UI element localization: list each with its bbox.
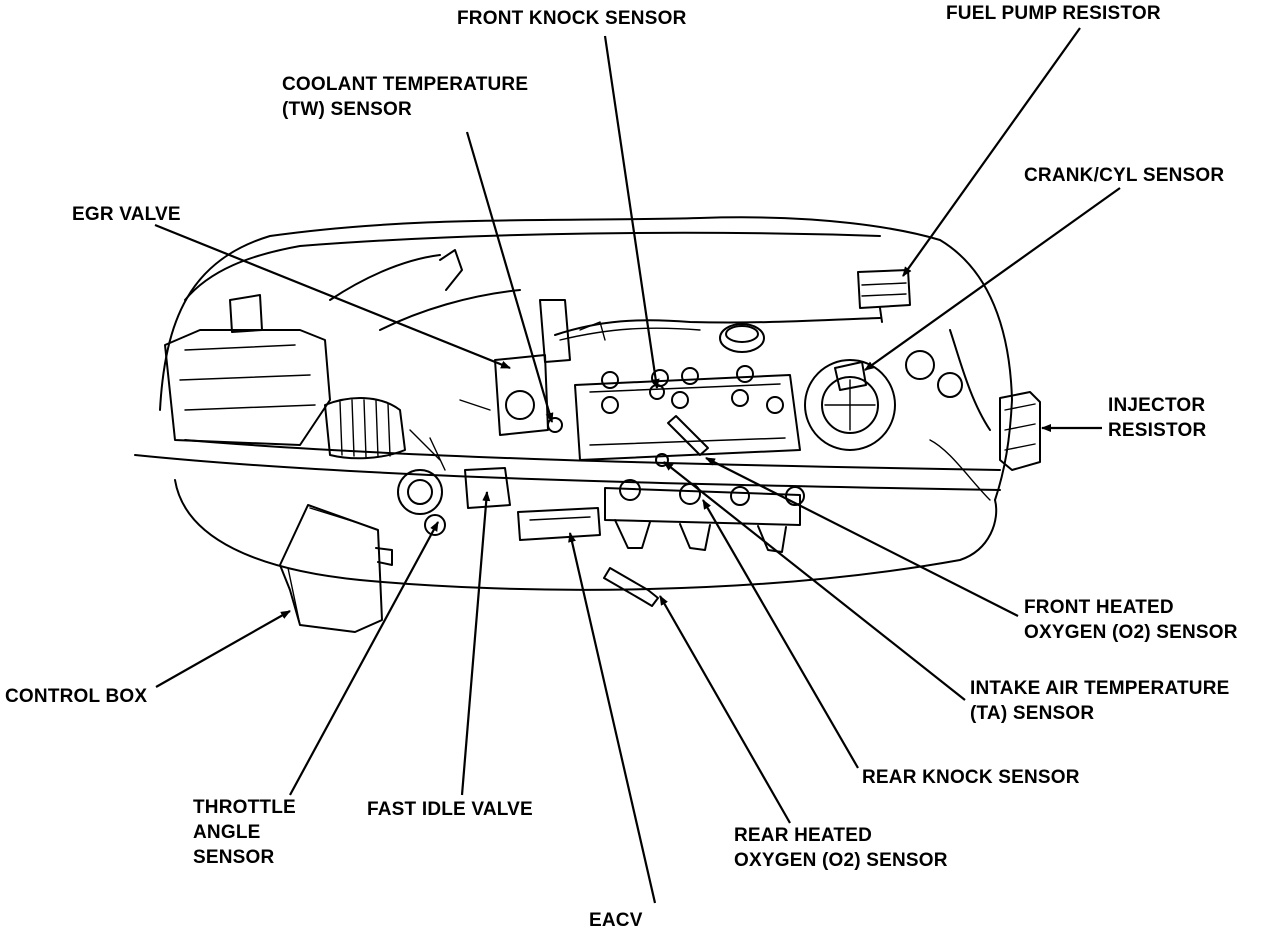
leader-throttle-angle-sensor	[289, 521, 439, 796]
leader-coolant-temp-sensor	[465, 131, 554, 423]
label-control-box: CONTROL BOX	[5, 686, 148, 707]
engine-illustration	[134, 216, 1041, 633]
label-front-knock-sensor: FRONT KNOCK SENSOR	[457, 8, 687, 29]
leader-control-box	[155, 610, 291, 688]
leader-lines	[154, 27, 1121, 904]
label-coolant-temperature-sensor: COOLANT TEMPERATURE (TW) SENSOR	[282, 74, 529, 120]
leader-front-knock-sensor	[603, 35, 660, 389]
label-throttle-angle-sensor: THROTTLE ANGLE SENSOR	[193, 797, 296, 868]
leader-fuel-pump-resistor	[902, 27, 1081, 277]
leader-rear-knock-sensor	[702, 499, 859, 769]
leader-rear-heated-o2	[659, 595, 791, 824]
leader-fast-idle-valve	[460, 491, 491, 796]
label-egr-valve: EGR VALVE	[72, 204, 181, 225]
label-fuel-pump-resistor: FUEL PUMP RESISTOR	[946, 3, 1161, 24]
label-intake-air-temperature-sensor: INTAKE AIR TEMPERATURE (TA) SENSOR	[970, 678, 1230, 724]
label-front-heated-oxygen-sensor: FRONT HEATED OXYGEN (O2) SENSOR	[1024, 597, 1238, 643]
label-injector-resistor: INJECTOR RESISTOR	[1108, 395, 1207, 441]
leader-front-heated-o2	[705, 457, 1019, 617]
label-crank-cyl-sensor: CRANK/CYL SENSOR	[1024, 165, 1225, 186]
leader-crank-cyl-sensor	[864, 187, 1121, 371]
label-rear-heated-oxygen-sensor: REAR HEATED OXYGEN (O2) SENSOR	[734, 825, 948, 871]
leader-eacv	[568, 532, 657, 904]
leader-egr-valve	[154, 223, 511, 370]
label-rear-knock-sensor: REAR KNOCK SENSOR	[862, 767, 1080, 788]
label-eacv: EACV	[589, 910, 643, 931]
label-fast-idle-valve: FAST IDLE VALVE	[367, 799, 533, 820]
leader-intake-air-temp	[663, 461, 966, 701]
